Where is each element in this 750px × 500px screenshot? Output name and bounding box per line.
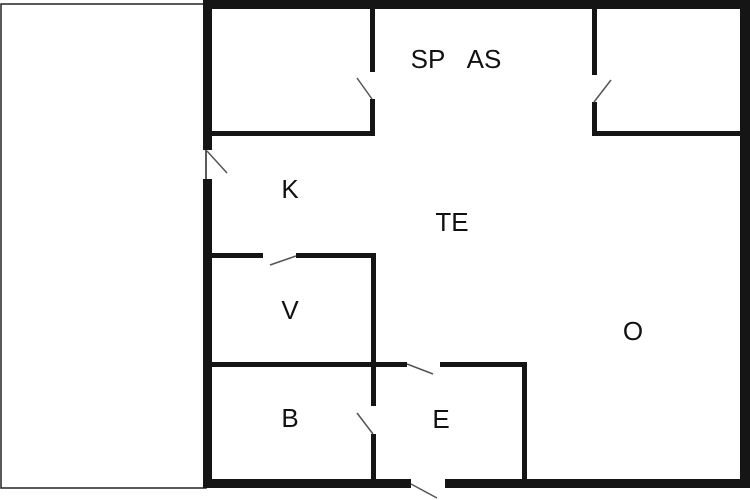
walls	[203, 0, 750, 488]
right-wall	[740, 0, 750, 488]
room-label-te: TE	[435, 207, 468, 237]
room-label-sp: SP	[411, 44, 446, 74]
terrace-outline	[0, 3, 207, 489]
interior-wall	[370, 0, 375, 72]
room-label-o: O	[623, 316, 643, 346]
bottom-wall-right	[445, 479, 750, 488]
bottom-wall-left	[203, 479, 411, 488]
left-wall-lower	[203, 179, 212, 488]
door-swing	[356, 77, 373, 100]
interior-wall	[210, 131, 375, 136]
interior-wall	[592, 131, 742, 136]
room-label-v: V	[281, 295, 299, 325]
interior-wall	[371, 253, 376, 365]
doors	[206, 77, 612, 499]
interior-wall	[370, 99, 375, 136]
interior-wall	[522, 362, 527, 484]
room-label-e: E	[432, 404, 449, 434]
room-label-b: B	[281, 403, 298, 433]
door-swing	[410, 483, 438, 499]
door-swing	[206, 150, 228, 174]
door-swing	[406, 363, 434, 375]
interior-wall	[592, 102, 597, 136]
interior-wall	[440, 362, 527, 367]
interior-wall	[210, 253, 263, 258]
interior-wall	[592, 0, 597, 75]
room-label-k: K	[281, 174, 299, 204]
interior-wall	[371, 434, 376, 484]
interior-wall	[371, 362, 376, 406]
left-wall-upper	[203, 0, 212, 150]
room-label-as: AS	[467, 44, 502, 74]
interior-wall	[210, 362, 407, 367]
top-wall	[203, 0, 750, 9]
interior-wall	[296, 253, 375, 258]
door-swing	[593, 79, 612, 103]
door-swing	[356, 412, 374, 435]
door-swing	[269, 255, 297, 266]
